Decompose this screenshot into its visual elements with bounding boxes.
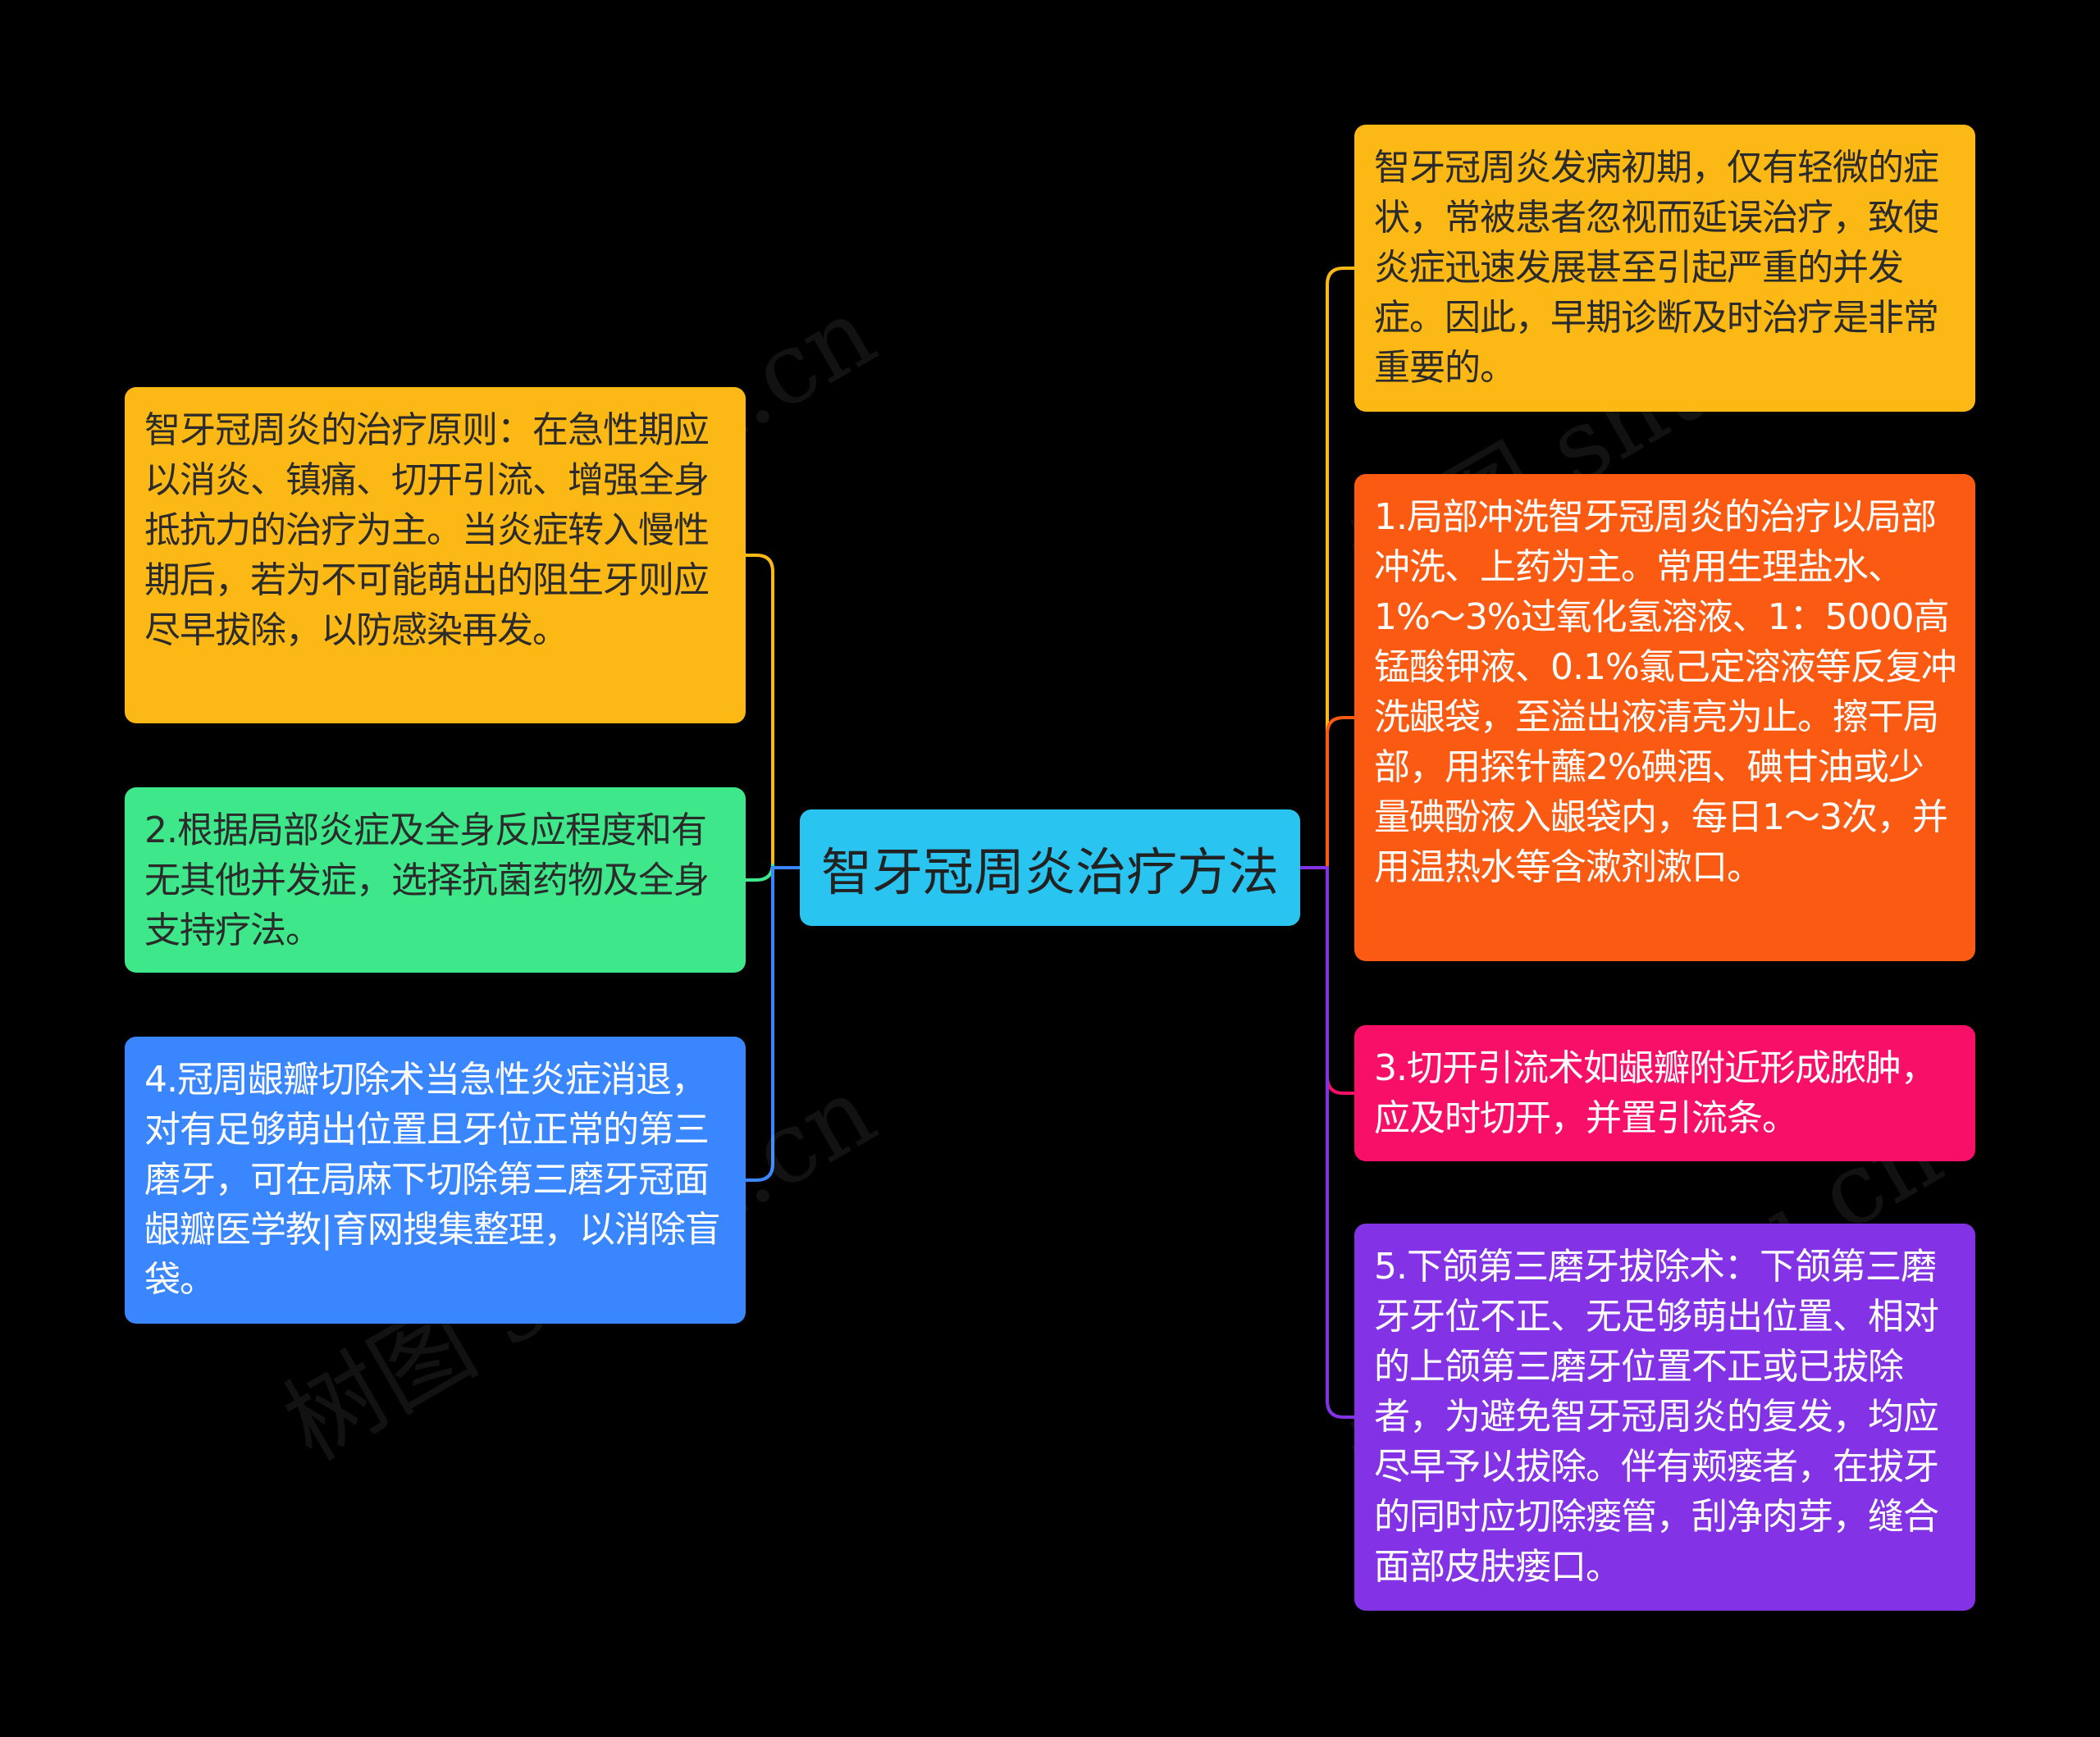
right-node-local-irrigation-text: 1.局部冲洗智牙冠周炎的治疗以局部冲洗、上药为主。常用生理盐水、1%～3%过氧化… [1374, 496, 1957, 888]
left-connector-2 [746, 866, 800, 1182]
right-node-early-diagnosis-text: 智牙冠周炎发病初期，仅有轻微的症状，常被患者忽视而延误治疗，致使炎症迅速发展甚至… [1374, 147, 1939, 389]
left-node-treatment-principle[interactable]: 智牙冠周炎的治疗原则：在急性期应以消炎、镇痛、切开引流、增强全身抵抗力的治疗为主… [125, 387, 746, 723]
right-node-incision-drainage-text: 3.切开引流术如龈瓣附近形成脓肿，应及时切开，并置引流条。 [1374, 1047, 1937, 1139]
left-node-operculectomy[interactable]: 4.冠周龈瓣切除术当急性炎症消退，对有足够萌出位置且牙位正常的第三磨牙，可在局麻… [125, 1037, 746, 1324]
right-connector-0 [1300, 267, 1354, 869]
left-connector-1 [746, 863, 800, 882]
right-node-extraction[interactable]: 5.下颌第三磨牙拔除术：下颌第三磨牙牙位不正、无足够萌出位置、相对的上颌第三磨牙… [1354, 1224, 1975, 1611]
right-connector-3 [1300, 866, 1354, 1419]
right-node-incision-drainage[interactable]: 3.切开引流术如龈瓣附近形成脓肿，应及时切开，并置引流条。 [1354, 1025, 1975, 1161]
left-node-treatment-principle-text: 智牙冠周炎的治疗原则：在急性期应以消炎、镇痛、切开引流、增强全身抵抗力的治疗为主… [144, 409, 710, 651]
left-connector-0 [746, 554, 800, 869]
left-node-antibiotics-text: 2.根据局部炎症及全身反应程度和有无其他并发症，选择抗菌药物及全身支持疗法。 [144, 809, 710, 951]
root-topic-label: 智牙冠周炎治疗方法 [820, 842, 1279, 902]
right-connector-1 [1300, 716, 1354, 869]
right-node-early-diagnosis[interactable]: 智牙冠周炎发病初期，仅有轻微的症状，常被患者忽视而延误治疗，致使炎症迅速发展甚至… [1354, 125, 1975, 412]
right-node-local-irrigation[interactable]: 1.局部冲洗智牙冠周炎的治疗以局部冲洗、上药为主。常用生理盐水、1%～3%过氧化… [1354, 474, 1975, 961]
right-node-extraction-text: 5.下颌第三磨牙拔除术：下颌第三磨牙牙位不正、无足够萌出位置、相对的上颌第三磨牙… [1374, 1246, 1939, 1588]
left-node-operculectomy-text: 4.冠周龈瓣切除术当急性炎症消退，对有足够萌出位置且牙位正常的第三磨牙，可在局麻… [144, 1059, 721, 1301]
root-topic[interactable]: 智牙冠周炎治疗方法 [800, 809, 1300, 926]
left-node-antibiotics[interactable]: 2.根据局部炎症及全身反应程度和有无其他并发症，选择抗菌药物及全身支持疗法。 [125, 787, 746, 973]
